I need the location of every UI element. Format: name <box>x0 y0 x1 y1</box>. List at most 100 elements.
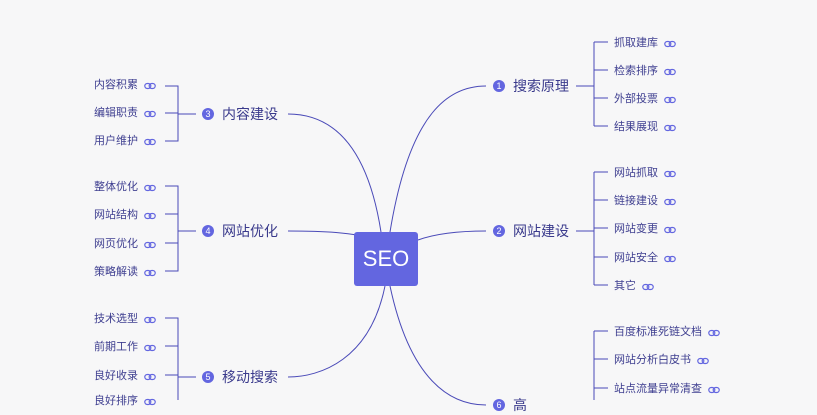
leaf-item[interactable]: 结果展现 <box>614 118 676 134</box>
link-icon[interactable] <box>642 281 654 291</box>
leaf-label: 网页优化 <box>94 237 138 250</box>
link-icon[interactable] <box>144 314 156 324</box>
leaf-item[interactable]: 网页优化 <box>94 235 156 251</box>
leaf-item[interactable]: 站点流量异常清查 <box>614 380 720 396</box>
branch-2-number: 2 <box>493 225 505 237</box>
link-icon[interactable] <box>144 108 156 118</box>
link-icon[interactable] <box>144 80 156 90</box>
leaf-label: 网站抓取 <box>614 166 658 179</box>
branch-1[interactable]: 1 搜索原理 <box>493 76 569 96</box>
link-icon[interactable] <box>144 210 156 220</box>
bracket-branch-3 <box>165 85 196 142</box>
connector-lines <box>165 41 608 406</box>
leaf-item[interactable]: 网站抓取 <box>614 164 676 180</box>
link-icon[interactable] <box>708 384 720 394</box>
leaf-label: 网站分析白皮书 <box>614 353 691 366</box>
branch-3-label: 内容建设 <box>222 107 278 123</box>
leaf-item[interactable]: 用户维护 <box>94 132 156 148</box>
leaf-item[interactable]: 链接建设 <box>614 192 676 208</box>
leaf-label: 良好排序 <box>94 394 138 407</box>
link-icon[interactable] <box>664 168 676 178</box>
leaf-label: 内容积累 <box>94 78 138 91</box>
leaf-item[interactable]: 编辑职责 <box>94 104 156 120</box>
leaf-item[interactable]: 检索排序 <box>614 62 676 78</box>
leaf-item[interactable]: 良好排序 <box>94 392 156 408</box>
leaf-item[interactable]: 百度标准死链文档 <box>614 323 720 339</box>
leaf-item[interactable]: 策略解读 <box>94 263 156 279</box>
leaf-label: 链接建设 <box>614 194 658 207</box>
branch-2[interactable]: 2 网站建设 <box>493 221 569 241</box>
leaf-label: 抓取建库 <box>614 36 658 49</box>
branch-3-number: 3 <box>202 108 214 120</box>
leaf-item[interactable]: 抓取建库 <box>614 34 676 50</box>
branch-5[interactable]: 5 移动搜索 <box>202 367 278 387</box>
mindmap-canvas: SEO 1 搜索原理 2 网站建设 3 内容建设 4 网站优化 5 移动搜索 6… <box>94 34 720 414</box>
bracket-branch-6 <box>593 330 608 400</box>
leaf-item[interactable]: 网站安全 <box>614 249 676 265</box>
connector-root-branch-3 <box>287 113 382 233</box>
leaf-label: 检索排序 <box>614 64 658 77</box>
leaf-label: 网站变更 <box>614 222 658 235</box>
link-icon[interactable] <box>144 239 156 249</box>
link-icon[interactable] <box>664 38 676 48</box>
link-icon[interactable] <box>144 136 156 146</box>
branch-6-label: 高 <box>513 398 527 414</box>
leaf-item[interactable]: 网站结构 <box>94 206 156 222</box>
connector-root-branch-5 <box>287 285 386 378</box>
leaf-item[interactable]: 技术选型 <box>94 310 156 326</box>
root-node[interactable]: SEO <box>354 232 418 286</box>
leaf-item[interactable]: 其它 <box>614 277 654 293</box>
link-icon[interactable] <box>144 267 156 277</box>
link-icon[interactable] <box>664 66 676 76</box>
leaf-item[interactable]: 良好收录 <box>94 367 156 383</box>
link-icon[interactable] <box>664 196 676 206</box>
leaf-label: 百度标准死链文档 <box>614 325 702 338</box>
link-icon[interactable] <box>664 122 676 132</box>
link-icon[interactable] <box>664 94 676 104</box>
connector-root-branch-1 <box>389 85 487 233</box>
leaf-label: 结果展现 <box>614 120 658 133</box>
bracket-branch-4 <box>165 185 196 272</box>
branch-2-label: 网站建设 <box>513 224 569 240</box>
leaf-label: 技术选型 <box>94 312 138 325</box>
branch-6[interactable]: 6 高 <box>493 395 527 415</box>
link-icon[interactable] <box>708 327 720 337</box>
branch-5-label: 移动搜索 <box>222 370 278 386</box>
branch-1-number: 1 <box>493 80 505 92</box>
link-icon[interactable] <box>144 396 156 406</box>
leaf-label: 良好收录 <box>94 369 138 382</box>
branch-6-number: 6 <box>493 399 505 411</box>
leaf-item[interactable]: 网站变更 <box>614 220 676 236</box>
leaf-item[interactable]: 网站分析白皮书 <box>614 351 709 367</box>
leaf-label: 站点流量异常清查 <box>614 382 702 395</box>
connector-root-branch-2 <box>417 230 487 241</box>
leaf-label: 网站安全 <box>614 251 658 264</box>
link-icon[interactable] <box>144 342 156 352</box>
link-icon[interactable] <box>664 224 676 234</box>
branch-4[interactable]: 4 网站优化 <box>202 221 278 241</box>
leaf-item[interactable]: 前期工作 <box>94 338 156 354</box>
leaf-label: 外部投票 <box>614 92 658 105</box>
leaf-label: 编辑职责 <box>94 106 138 119</box>
leaf-label: 策略解读 <box>94 265 138 278</box>
bracket-branch-1 <box>576 41 608 127</box>
branch-5-number: 5 <box>202 371 214 383</box>
leaf-label: 网站结构 <box>94 208 138 221</box>
branch-3[interactable]: 3 内容建设 <box>202 104 278 124</box>
bracket-branch-2 <box>576 171 608 286</box>
leaf-item[interactable]: 外部投票 <box>614 90 676 106</box>
link-icon[interactable] <box>664 253 676 263</box>
root-label: SEO <box>362 246 410 271</box>
branch-4-label: 网站优化 <box>222 224 278 240</box>
leaf-label: 整体优化 <box>94 180 138 193</box>
leaf-item[interactable]: 内容积累 <box>94 76 156 92</box>
link-icon[interactable] <box>144 371 156 381</box>
leaf-label: 用户维护 <box>94 134 138 147</box>
connector-root-branch-6 <box>389 285 487 406</box>
link-icon[interactable] <box>697 355 709 365</box>
leaf-item[interactable]: 整体优化 <box>94 178 156 194</box>
leaf-label: 其它 <box>614 279 636 292</box>
link-icon[interactable] <box>144 182 156 192</box>
bracket-branch-5 <box>165 317 196 400</box>
leaf-label: 前期工作 <box>94 340 138 353</box>
